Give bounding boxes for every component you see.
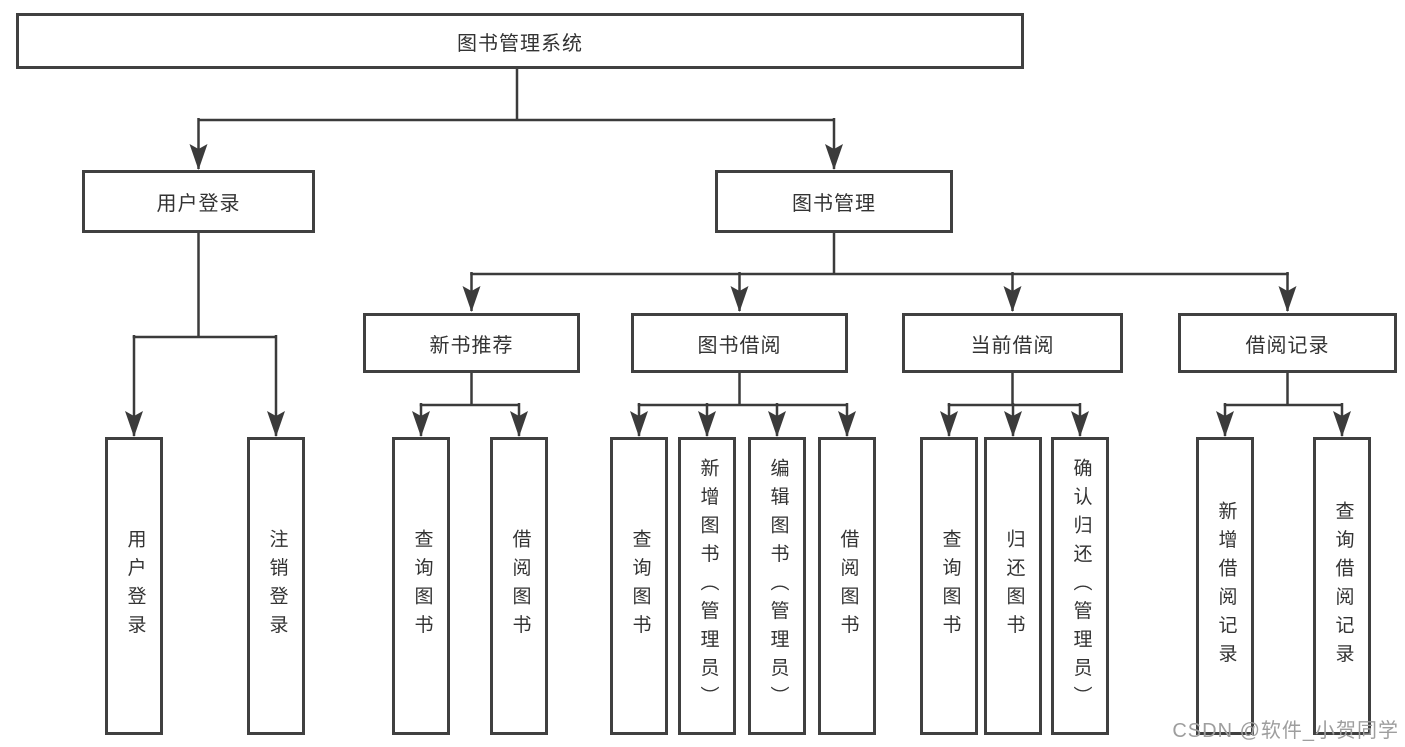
leaf-borrow-book-rec: 借阅图书	[490, 437, 548, 735]
leaf-add-book-admin-label: 新增图书（管理员）	[697, 457, 719, 715]
node-book-borrow: 图书借阅	[631, 313, 848, 373]
node-book-borrow-label: 图书借阅	[697, 334, 782, 357]
leaf-logout-label: 注销登录	[266, 529, 288, 643]
leaf-user-login: 用户登录	[105, 437, 163, 735]
leaf-query-borrow-record: 查询借阅记录	[1313, 437, 1371, 735]
leaf-confirm-return-admin-label: 确认归还（管理员）	[1070, 457, 1092, 715]
leaf-logout: 注销登录	[247, 437, 305, 735]
node-current-borrow: 当前借阅	[902, 313, 1123, 373]
leaf-query-book-current: 查询图书	[920, 437, 978, 735]
node-borrow-record-label: 借阅记录	[1245, 334, 1330, 357]
leaf-query-book-current-label: 查询图书	[939, 529, 961, 643]
leaf-edit-book-admin: 编辑图书（管理员）	[748, 437, 806, 735]
node-user-login: 用户登录	[82, 170, 315, 233]
node-root: 图书管理系统	[16, 13, 1024, 69]
node-root-label: 图书管理系统	[457, 32, 583, 55]
node-borrow-record: 借阅记录	[1178, 313, 1397, 373]
leaf-edit-book-admin-label: 编辑图书（管理员）	[767, 457, 789, 715]
leaf-query-book-rec: 查询图书	[392, 437, 450, 735]
leaf-return-book: 归还图书	[984, 437, 1042, 735]
leaf-query-borrow-record-label: 查询借阅记录	[1332, 500, 1354, 672]
leaf-query-book-rec-label: 查询图书	[411, 529, 433, 643]
leaf-add-book-admin: 新增图书（管理员）	[678, 437, 736, 735]
leaf-add-borrow-record: 新增借阅记录	[1196, 437, 1254, 735]
leaf-borrow-book: 借阅图书	[818, 437, 876, 735]
node-user-login-label: 用户登录	[156, 193, 241, 215]
leaf-user-login-label: 用户登录	[124, 529, 146, 643]
leaf-borrow-book-label: 借阅图书	[837, 529, 859, 643]
csdn-watermark: CSDN @软件_小贺同学	[1172, 720, 1399, 742]
node-book-mgmt: 图书管理	[715, 170, 953, 233]
leaf-query-book-borrow: 查询图书	[610, 437, 668, 735]
node-new-book-rec: 新书推荐	[363, 313, 580, 373]
node-book-mgmt-label: 图书管理	[792, 193, 876, 215]
leaf-query-book-borrow-label: 查询图书	[629, 529, 651, 643]
node-current-borrow-label: 当前借阅	[970, 334, 1055, 357]
leaf-return-book-label: 归还图书	[1003, 529, 1025, 643]
node-new-book-rec-label: 新书推荐	[429, 334, 514, 357]
leaf-add-borrow-record-label: 新增借阅记录	[1215, 500, 1237, 672]
leaf-confirm-return-admin: 确认归还（管理员）	[1051, 437, 1109, 735]
leaf-borrow-book-rec-label: 借阅图书	[509, 529, 531, 643]
